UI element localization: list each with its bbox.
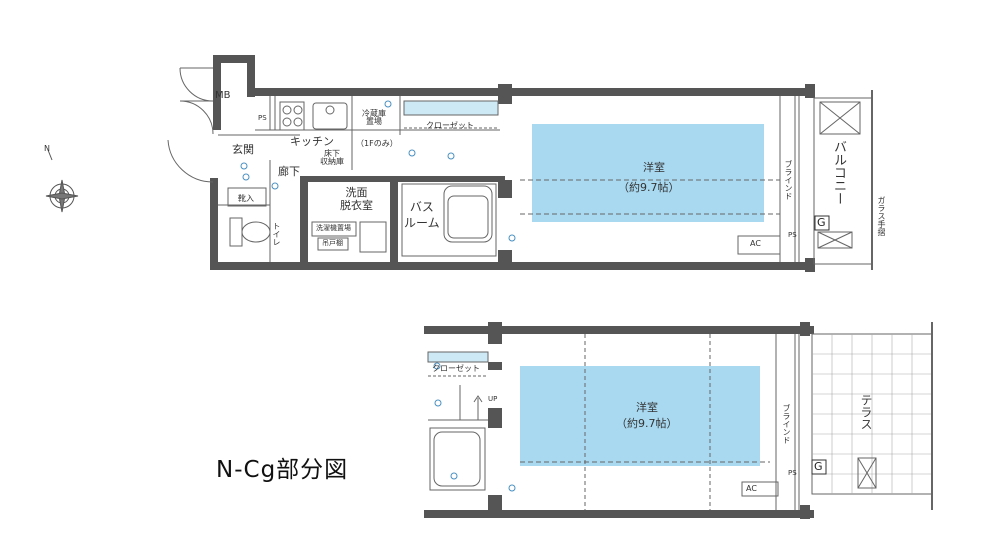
room-size-upper: （約9.7帖）	[618, 181, 680, 194]
western-room-label-upper: 洋室	[643, 161, 665, 174]
balcony-label: バルコニー	[831, 140, 846, 205]
cupboard-label: 吊戸棚	[322, 239, 343, 247]
entrance-label: 玄関	[232, 143, 254, 156]
ac-label-upper: AC	[750, 239, 761, 248]
ps-label-lower: PS	[788, 469, 797, 477]
compass-north-label: N	[44, 144, 50, 153]
floor-storage-label: 床下 収納庫	[320, 149, 344, 166]
blind-label-upper: ブラインド	[784, 160, 793, 200]
western-room-label-lower: 洋室	[636, 401, 658, 414]
ps-label: PS	[258, 114, 267, 122]
fridge-label: 冷蔵庫 置場	[362, 109, 386, 126]
storage-note: （1Fのみ）	[356, 139, 398, 148]
gas-label-upper: G	[817, 216, 826, 229]
bath-label: バス ルーム	[404, 200, 440, 230]
plan-caption: N-Cg部分図	[216, 457, 349, 483]
shoe-box-label: 靴入	[238, 194, 254, 203]
ac-label-lower: AC	[746, 484, 757, 493]
hallway-label: 廊下	[278, 165, 300, 178]
upper-walls	[210, 55, 815, 272]
closet-label-lower: クローゼット	[432, 364, 480, 373]
washroom-label: 洗面 脱衣室	[340, 186, 373, 213]
compass-rose	[45, 149, 79, 213]
room-size-lower: （約9.7帖）	[616, 417, 678, 430]
up-label: UP	[488, 395, 498, 403]
terrace-label: テラス	[859, 394, 873, 430]
terrace-grid	[812, 334, 932, 494]
closet-label-upper: クローゼット	[426, 121, 474, 130]
gas-label-lower: G	[814, 460, 823, 473]
lower-walls	[424, 322, 814, 519]
blind-label-lower: ブラインド	[782, 404, 791, 444]
laundry-label: 洗濯機置場	[316, 224, 351, 232]
kitchen-label: キッチン	[290, 135, 334, 148]
mb-label: MB	[215, 90, 231, 101]
glass-rail-label: ガラス手摺	[877, 196, 886, 236]
ps-label-upper-2: PS	[788, 231, 797, 239]
toilet-label: トイレ	[272, 222, 281, 246]
